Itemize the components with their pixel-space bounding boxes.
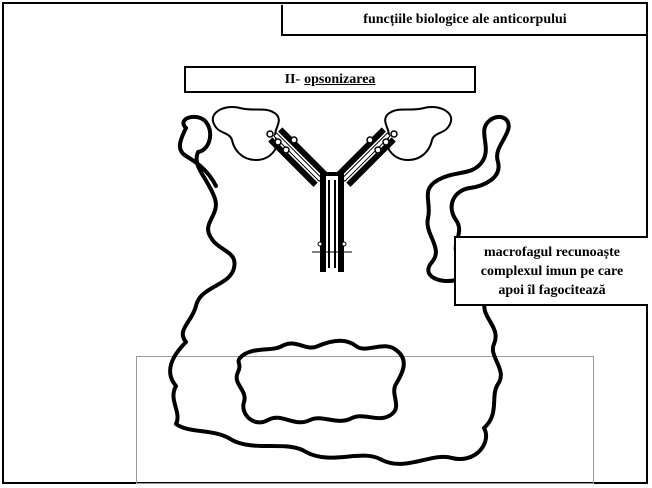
caption-line-2: complexul imun pe care [481, 262, 623, 281]
caption-line-1: macrofagul recunoaște [484, 243, 620, 262]
caption-line-3: apoi îl fagocitează [498, 281, 605, 300]
macrophage-nucleus [237, 341, 404, 423]
caption-box: macrofagul recunoaște complexul imun pe … [454, 236, 648, 306]
